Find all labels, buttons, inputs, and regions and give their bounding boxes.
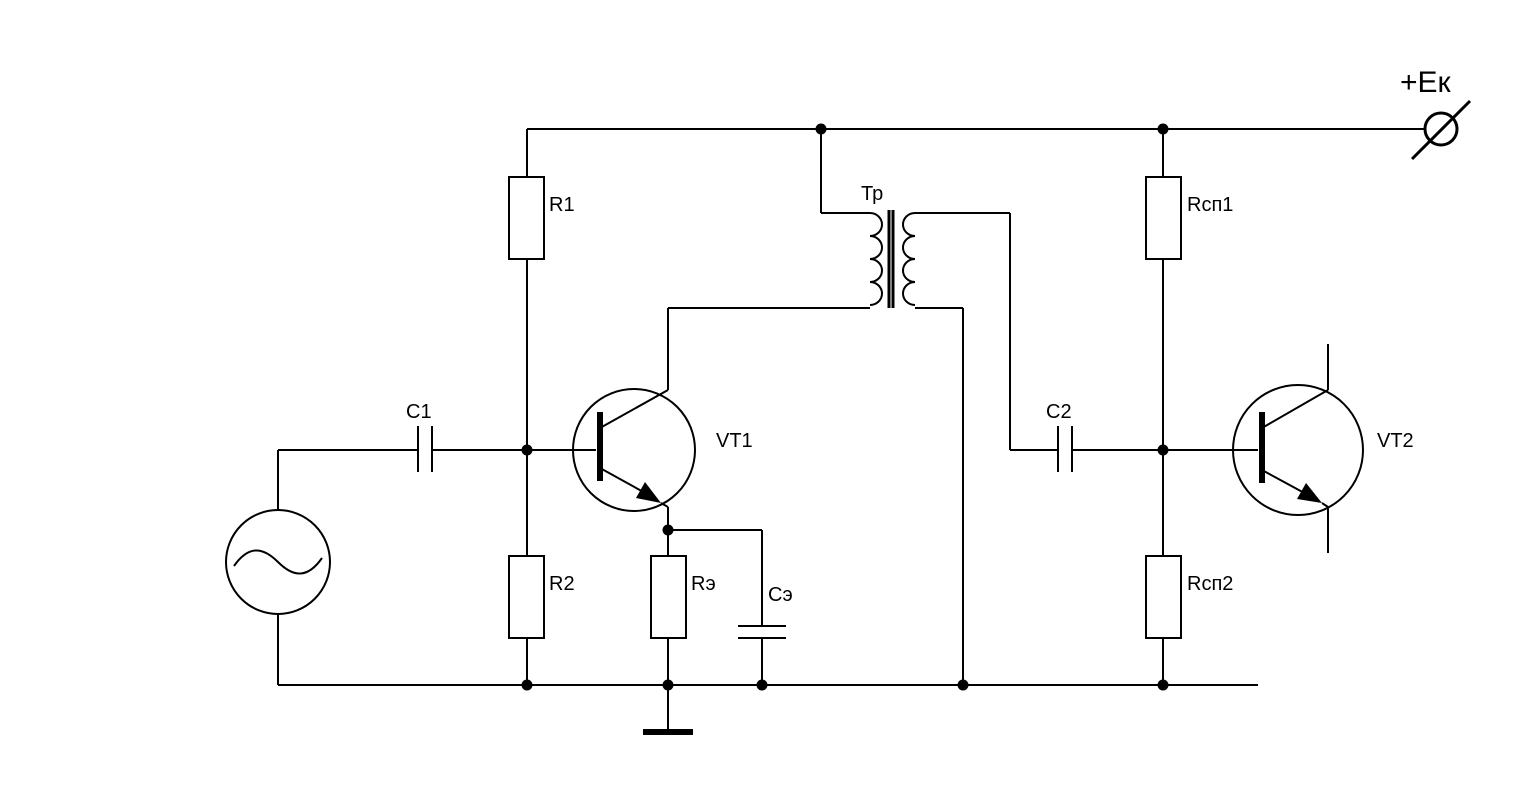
ground-symbol — [643, 685, 693, 735]
resistor-rsp1 — [1145, 176, 1182, 260]
transistor-vt2 — [1232, 344, 1364, 553]
resistor-rsp2 — [1145, 555, 1182, 639]
capacitor-c2 — [1057, 426, 1073, 472]
resistor-r2 — [508, 555, 545, 639]
vt2-label: VT2 — [1377, 430, 1414, 452]
junction-dot — [662, 524, 674, 536]
transformer-tr — [820, 129, 1010, 685]
junction-dot — [662, 679, 674, 691]
r1-label: R1 — [549, 194, 575, 216]
junction-dot — [1157, 679, 1169, 691]
junction-dot — [521, 679, 533, 691]
rsp1-label: Rсп1 — [1187, 194, 1233, 216]
supply-terminal — [1410, 99, 1472, 161]
supply-label: +Ек — [1400, 66, 1452, 99]
resistor-re — [650, 555, 687, 639]
vt1-label: VT1 — [716, 430, 753, 452]
junction-dot — [756, 679, 768, 691]
junction-dot — [1157, 123, 1169, 135]
r2-label: R2 — [549, 573, 575, 595]
c1-label: C1 — [406, 401, 432, 423]
junction-dots — [521, 123, 1169, 691]
signal-source — [225, 450, 331, 685]
transistor-vt1 — [572, 308, 696, 556]
junction-dot — [815, 123, 827, 135]
tr-label: Тр — [861, 183, 883, 205]
ce-label: Cэ — [768, 584, 793, 606]
rsp2-label: Rсп2 — [1187, 573, 1233, 595]
c2-label: C2 — [1046, 401, 1072, 423]
capacitor-ce — [738, 625, 786, 639]
junction-dot — [1157, 444, 1169, 456]
resistor-r1 — [508, 176, 545, 260]
re-label: Rэ — [691, 573, 716, 595]
junction-dot — [521, 444, 533, 456]
junction-dot — [957, 679, 969, 691]
capacitor-c1 — [417, 426, 433, 472]
